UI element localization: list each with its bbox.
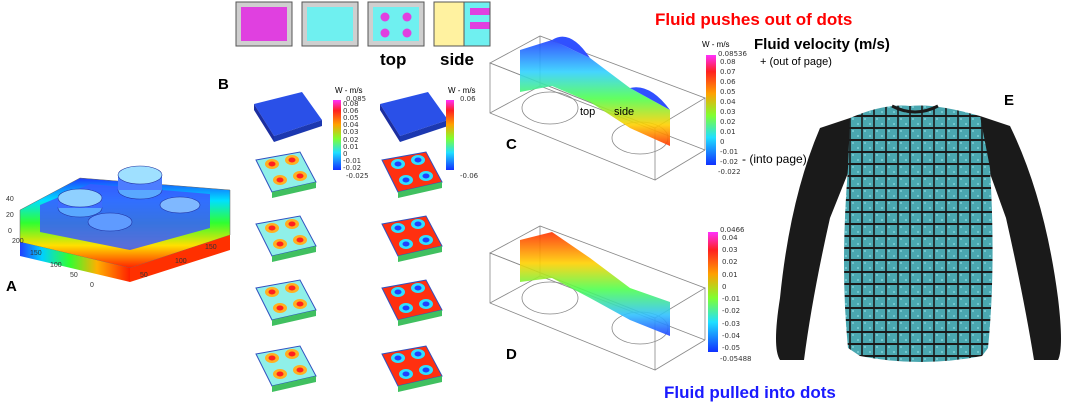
colorbar-d: [708, 232, 718, 352]
colorbar-c-tick: 0.05: [720, 88, 736, 96]
panel-a-tick: 0: [8, 228, 12, 235]
colorbar-d-tick: -0.02: [722, 307, 741, 316]
panel-c-label: C: [506, 136, 517, 153]
panel-a-tick: 50: [70, 272, 78, 279]
panel-a-tick: 40: [6, 196, 14, 203]
colorbar-d-tick: 0.01: [722, 270, 738, 279]
panel-a-tick: 0: [90, 282, 94, 289]
colorbar-left-tick: 0.02: [343, 135, 359, 144]
panel-a-tick: 100: [175, 258, 187, 265]
colorbar-right: [446, 100, 454, 170]
panel-a-tick: 20: [6, 212, 14, 219]
colorbar-d-tick: -0.03: [722, 319, 741, 328]
panel-a-tick: 50: [140, 272, 148, 279]
colorbar-left: [333, 100, 341, 170]
colorbar-c-tick: 0.04: [720, 98, 736, 106]
colorbar-left-min: -0.025: [346, 172, 369, 180]
panel-b-label: B: [218, 76, 229, 93]
colorbar-left-max: 0.085: [346, 95, 367, 103]
colorbar-left-tick: 0.08: [343, 100, 359, 108]
colorbar-c-tick: 0.07: [720, 68, 736, 76]
simulation-tile: [381, 215, 443, 262]
colorbar-left-tick: 0.01: [343, 142, 359, 151]
simulation-tile: [255, 279, 317, 326]
colorbar-c-tick: 0.01: [720, 128, 736, 136]
legend-side-label: side: [440, 50, 475, 69]
colorbar-c-max: 0.08536: [718, 50, 747, 58]
simulation-tile: [381, 345, 443, 392]
panel-b-tiles-right: [381, 151, 443, 392]
minus-label: - (into page): [742, 152, 807, 166]
colorbar-left-tick: 0.03: [343, 128, 359, 137]
panel-c-3d-slice: [489, 35, 706, 181]
shirt-illustration: [776, 104, 1061, 362]
panel-b-plate-blue-left: [254, 92, 322, 142]
colorbar-d-tick: -0.01: [722, 295, 741, 304]
panel-a-3d-plot: [19, 165, 231, 282]
colorbar-d-max: 0.0466: [720, 226, 745, 234]
colorbar-c-tick: 0: [720, 138, 725, 146]
colorbar-left-tick: 0.06: [343, 107, 359, 116]
colorbar-c-tick: 0.08: [720, 58, 736, 66]
colorbar-d-tick: 0.04: [722, 234, 738, 242]
colorbar-c: [706, 55, 716, 165]
simulation-tile: [381, 151, 443, 198]
velocity-title: Fluid velocity (m/s): [754, 36, 890, 53]
simulation-tile: [255, 215, 317, 262]
colorbar-left-tick: 0: [343, 149, 348, 158]
colorbar-d-tick: 0: [722, 282, 727, 291]
panel-c-side-label: side: [614, 106, 635, 118]
plus-label: + (out of page): [760, 56, 832, 68]
colorbar-d-tick: 0.03: [722, 246, 738, 255]
panel-d-3d-slice: [489, 225, 706, 371]
legend-top-label: top: [380, 50, 407, 69]
panel-c-top-label: top: [580, 106, 596, 118]
colorbar-c-title: W - m/s: [702, 40, 730, 49]
colorbar-right-max: 0.06: [460, 95, 476, 103]
colorbar-c-tick: 0.02: [720, 118, 736, 126]
panel-c-caption: Fluid pushes out of dots: [655, 10, 853, 29]
simulation-tile: [255, 151, 317, 198]
colorbar-c-min: -0.022: [718, 168, 741, 176]
colorbar-d-min: -0.05488: [720, 355, 752, 363]
colorbar-right-min: -0.06: [460, 172, 479, 180]
colorbar-left-tick: 0.05: [343, 114, 359, 123]
colorbar-c-tick: -0.01: [720, 148, 739, 156]
panel-b-plate-blue-right: [380, 92, 448, 142]
colorbar-c-tick: 0.06: [720, 78, 736, 86]
colorbar-left-tick: -0.01: [343, 156, 362, 165]
colorbar-c-tick: 0.03: [720, 108, 736, 116]
panel-a-label: A: [6, 278, 17, 295]
simulation-tile: [381, 279, 443, 326]
panel-a-tick: 200: [12, 238, 24, 245]
panel-a-tick: 150: [30, 250, 42, 257]
panel-a-tick: 150: [205, 244, 217, 251]
panel-d-caption: Fluid pulled into dots: [664, 383, 836, 402]
panel-b-legend-icons: [235, 1, 491, 47]
colorbar-right-title: W - m/s: [448, 86, 476, 95]
panel-b-tiles-left: [255, 151, 317, 392]
colorbar-left-tick: -0.02: [343, 164, 362, 172]
panel-d-label: D: [506, 346, 517, 363]
simulation-tile: [255, 345, 317, 392]
colorbar-d-tick: -0.04: [722, 331, 741, 340]
colorbar-left-tick: 0.04: [343, 121, 359, 130]
panel-a-tick: 100: [50, 262, 62, 269]
colorbar-left-title: W - m/s: [335, 86, 363, 95]
colorbar-d-tick: -0.05: [722, 344, 741, 352]
colorbar-c-tick: -0.02: [720, 158, 739, 166]
colorbar-d-tick: 0.02: [722, 258, 738, 267]
panel-e-label: E: [1004, 92, 1015, 109]
